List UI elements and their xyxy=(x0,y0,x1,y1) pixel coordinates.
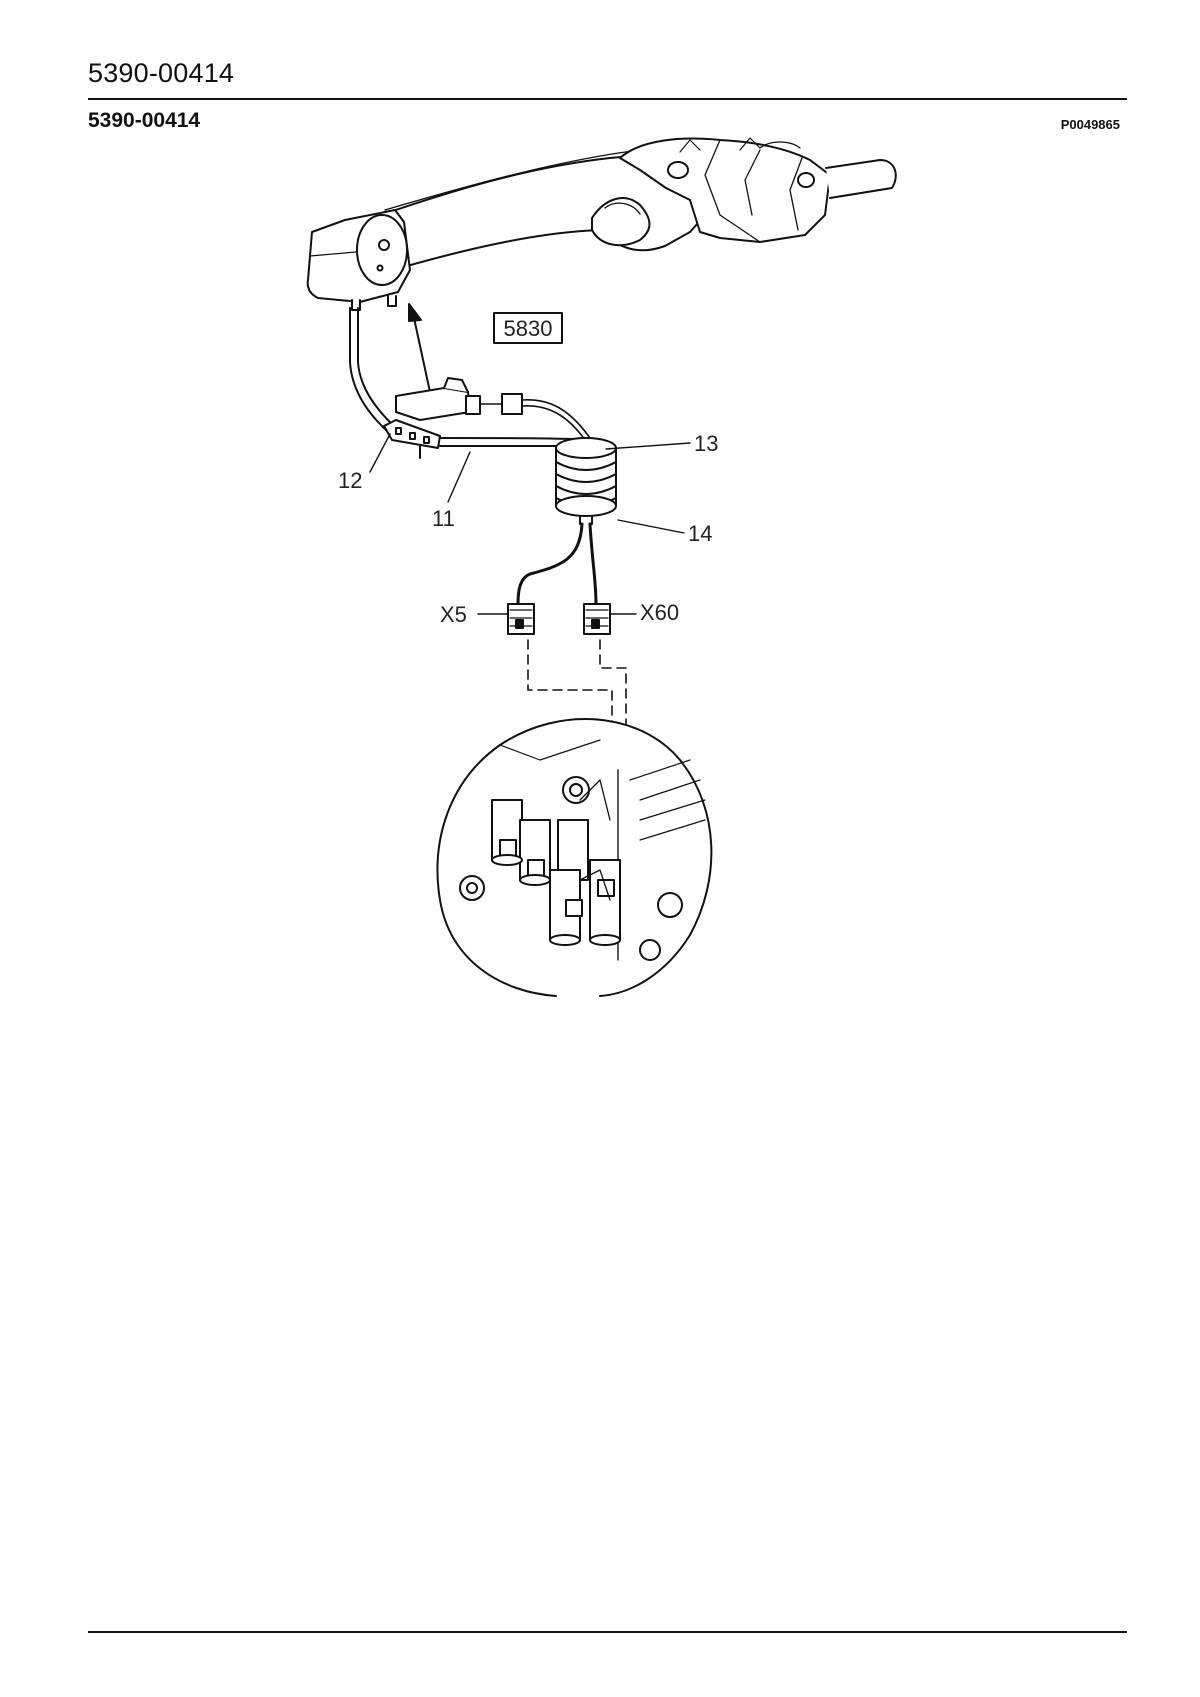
connector-label-x5: X5 xyxy=(440,602,467,627)
footer-divider xyxy=(88,1631,1127,1633)
callout-14: 14 xyxy=(688,521,712,546)
header-divider xyxy=(88,98,1127,100)
section-title: 5390-00414 xyxy=(88,109,201,132)
callout-13: 13 xyxy=(694,431,718,456)
reference-box-frame xyxy=(493,312,563,344)
support-rod xyxy=(349,307,395,431)
cable-assembly-11 xyxy=(383,377,617,606)
page-header-part-number: 5390-00414 xyxy=(88,58,235,88)
connector-x60 xyxy=(583,603,611,635)
reference-box-label: 5830 xyxy=(504,316,553,341)
detail-view-circle xyxy=(436,718,713,997)
assembly-arrow xyxy=(408,303,431,393)
callout-12: 12 xyxy=(338,468,362,493)
drawing-reference: P0049865 xyxy=(1060,117,1120,132)
connector-x5 xyxy=(507,603,535,635)
connector-label-x60: X60 xyxy=(640,600,679,625)
leader-lines xyxy=(369,433,691,615)
callout-11: 11 xyxy=(432,506,455,531)
light-arm-illustration xyxy=(306,137,897,311)
